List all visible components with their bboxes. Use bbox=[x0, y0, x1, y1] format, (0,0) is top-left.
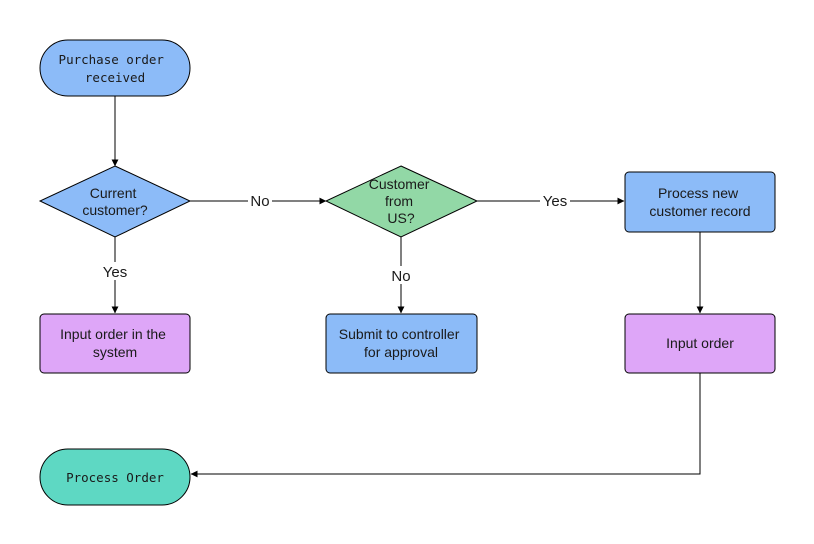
edge-label-text: Yes bbox=[103, 264, 127, 281]
node-label: Process new customer record bbox=[649, 185, 750, 219]
node-customer-from-us: Customer from US? bbox=[324, 165, 479, 238]
edge-label-yes-horizontal: Yes bbox=[540, 192, 570, 210]
label-line: Input order bbox=[666, 335, 734, 351]
label-line: US? bbox=[387, 210, 414, 226]
edges bbox=[111, 96, 704, 478]
node-label: Current customer? bbox=[82, 185, 148, 218]
label-line: customer? bbox=[82, 202, 148, 218]
node-label: Input order in the system bbox=[60, 326, 170, 360]
label-line: customer record bbox=[649, 203, 750, 219]
edge-label-text: Yes bbox=[543, 193, 567, 210]
label-line: Input order in the bbox=[60, 326, 166, 342]
node-submit-to-controller: Submit to controller for approval bbox=[325, 313, 478, 374]
node-input-order-in-system: Input order in the system bbox=[39, 313, 191, 374]
label-line: received bbox=[85, 70, 145, 85]
process-shape bbox=[325, 313, 478, 374]
node-label: Purchase order received bbox=[59, 52, 172, 85]
edge-label-text: No bbox=[391, 268, 410, 285]
node-label: Submit to controller for approval bbox=[339, 326, 464, 360]
edge-label-no-horizontal: No bbox=[248, 192, 272, 210]
edge-label-no-vertical: No bbox=[389, 266, 413, 285]
terminal-shape bbox=[39, 448, 191, 506]
edge-input-order-to-process-order bbox=[190, 373, 701, 478]
decision-shape bbox=[38, 165, 192, 238]
label-line: from bbox=[385, 193, 413, 209]
label-line: Purchase order bbox=[59, 52, 165, 67]
edge-label-yes-vertical: Yes bbox=[99, 262, 131, 281]
label-line: Process new bbox=[658, 185, 739, 201]
node-process-new-customer-record: Process new customer record bbox=[624, 171, 776, 233]
process-shape bbox=[624, 313, 776, 374]
decision-shape bbox=[324, 165, 479, 238]
node-current-customer: Current customer? bbox=[38, 165, 192, 238]
node-label: Process Order bbox=[66, 470, 164, 485]
process-shape bbox=[39, 313, 191, 374]
label-line: system bbox=[93, 344, 137, 360]
label-line: Submit to controller bbox=[339, 326, 460, 342]
label-line: Process Order bbox=[66, 470, 164, 485]
process-shape bbox=[624, 171, 776, 233]
node-process-order: Process Order bbox=[39, 448, 191, 506]
edge-labels: No Yes Yes No bbox=[99, 192, 570, 285]
label-line: Customer bbox=[369, 176, 430, 192]
node-label: Customer from US? bbox=[369, 176, 434, 226]
terminal-shape bbox=[39, 39, 191, 97]
node-input-order: Input order bbox=[624, 313, 776, 374]
node-purchase-order-received: Purchase order received bbox=[39, 39, 191, 97]
label-line: for approval bbox=[364, 344, 438, 360]
label-line: Current bbox=[90, 185, 137, 201]
node-label: Input order bbox=[666, 335, 734, 351]
edge-label-text: No bbox=[250, 193, 269, 210]
